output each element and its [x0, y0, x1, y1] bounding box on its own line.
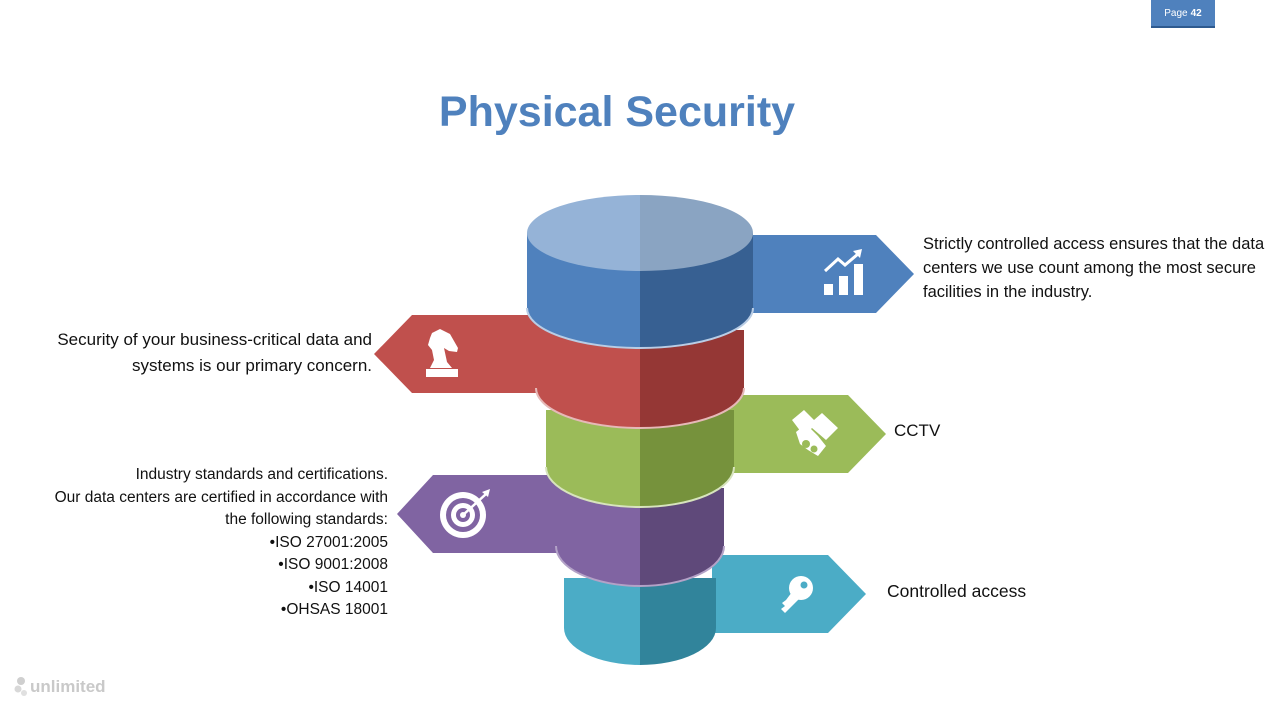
- facilities-description: Strictly controlled access ensures that …: [923, 235, 1265, 301]
- certifications-line: the following standards:: [225, 511, 388, 528]
- cctv-label: CCTV: [894, 421, 941, 440]
- layer-certifications: [397, 475, 725, 587]
- logo-text: unlimited: [30, 677, 106, 696]
- layer-controlled-facilities: [526, 195, 914, 349]
- certification-item: •OHSAS 18001: [280, 601, 388, 618]
- controlled-access-label: Controlled access: [887, 581, 1027, 601]
- layer-controlled-access: [564, 555, 866, 665]
- page-label: Page: [1164, 7, 1188, 19]
- arrow-controlled-access: [712, 555, 866, 633]
- key-icon: [781, 576, 813, 613]
- certification-item: •ISO 14001: [308, 578, 388, 596]
- certifications-description: Industry standards and certifications. O…: [6, 464, 388, 622]
- handshake-icon: [792, 410, 838, 456]
- certifications-line: Our data centers are certified in accord…: [54, 488, 388, 506]
- logo-mark-icon: [14, 677, 27, 696]
- certifications-line: Industry standards and certifications.: [135, 466, 388, 483]
- chess-knight-icon: [426, 329, 458, 377]
- layer-primary-concern: [374, 315, 745, 429]
- arrow-primary-concern: [374, 315, 545, 393]
- unlimited-logo: unlimited: [14, 676, 106, 698]
- page-number: 42: [1190, 7, 1202, 19]
- certification-item: •ISO 27001:2005: [269, 533, 388, 551]
- page-title: Physical Security: [438, 88, 796, 136]
- target-icon: [440, 489, 490, 538]
- layer-cctv: [545, 395, 886, 508]
- arrow-controlled-facilities: [748, 235, 914, 313]
- primary-concern-description: Security of your business-critical data …: [57, 330, 372, 375]
- certification-item: •ISO 9001:2008: [278, 556, 388, 573]
- chart-icon: [823, 249, 863, 295]
